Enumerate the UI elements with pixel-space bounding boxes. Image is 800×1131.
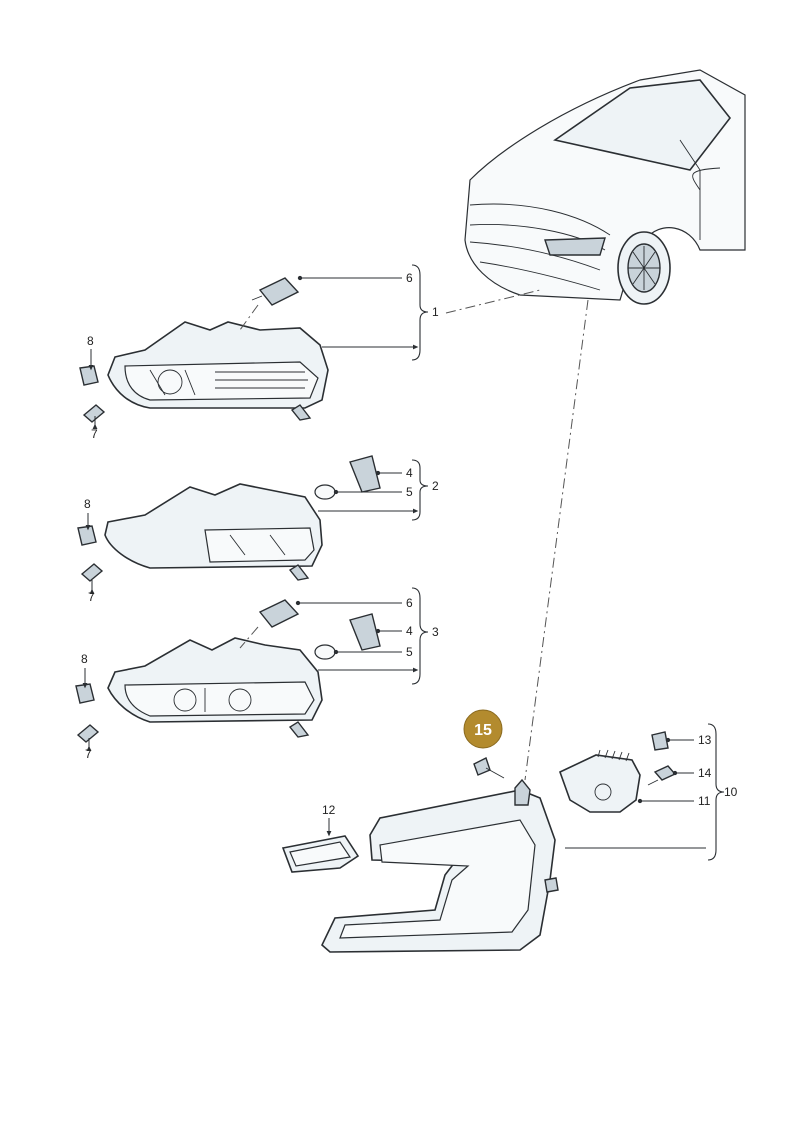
callout-11: 11 xyxy=(698,794,711,808)
drl-assembly xyxy=(281,731,677,953)
callout-4a: 4 xyxy=(406,466,413,480)
car-illustration xyxy=(464,69,746,305)
callout-labels: 6 1 8 7 4 5 2 8 7 6 4 3 5 8 7 13 14 11 1… xyxy=(81,271,738,817)
fog-light-3 xyxy=(75,599,381,743)
callout-10: 10 xyxy=(724,785,738,799)
callout-7a: 7 xyxy=(91,427,98,441)
callout-2: 2 xyxy=(432,479,439,493)
badge-label: 15 xyxy=(474,722,492,739)
callout-14: 14 xyxy=(698,766,712,780)
callout-4b: 4 xyxy=(406,624,413,638)
callout-13: 13 xyxy=(698,733,712,747)
fog-light-2 xyxy=(77,455,381,582)
leader-lines xyxy=(82,264,725,861)
callout-5b: 5 xyxy=(406,645,413,659)
callout-8b: 8 xyxy=(84,497,91,511)
callout-8c: 8 xyxy=(81,652,88,666)
callout-5a: 5 xyxy=(406,485,413,499)
callout-1: 1 xyxy=(432,305,439,319)
callout-8a: 8 xyxy=(87,334,94,348)
callout-12: 12 xyxy=(322,803,336,817)
callout-6a: 6 xyxy=(406,271,413,285)
callout-6b: 6 xyxy=(406,596,413,610)
fog-light-1 xyxy=(79,277,329,423)
callout-7b: 7 xyxy=(88,590,95,604)
callout-7c: 7 xyxy=(85,747,92,761)
callout-3: 3 xyxy=(432,625,439,639)
highlight-badge-15[interactable]: 15 xyxy=(463,709,503,749)
